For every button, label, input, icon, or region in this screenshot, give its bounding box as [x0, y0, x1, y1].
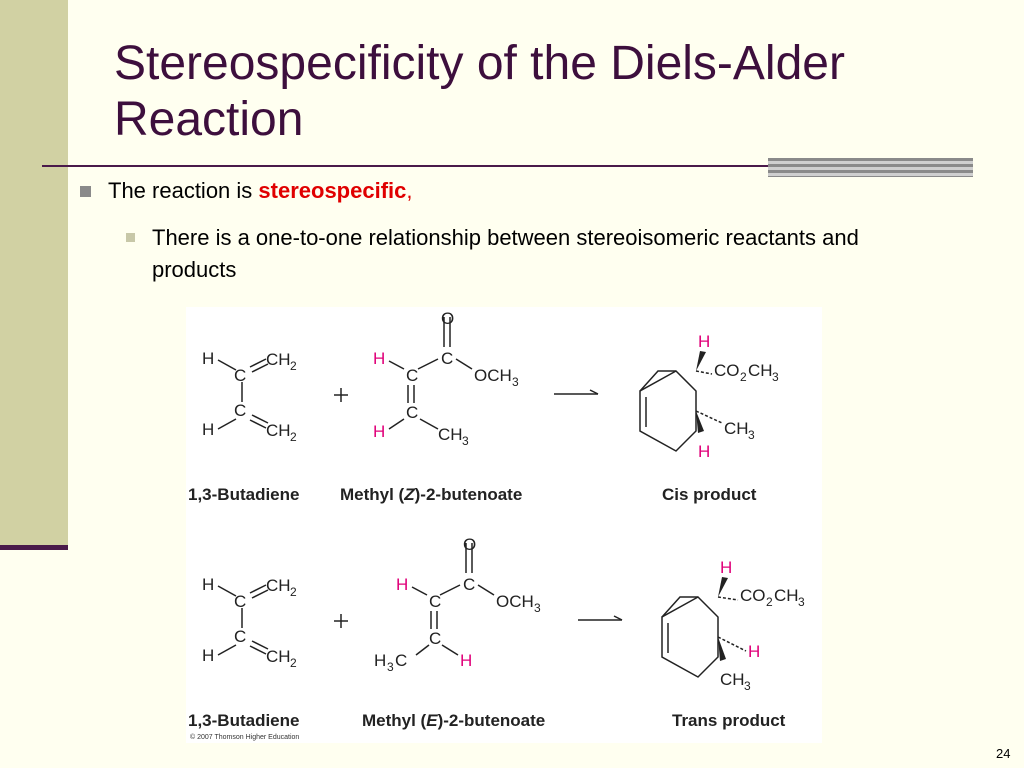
label-row1-product: Cis product: [662, 485, 757, 504]
label-row1-dienophile-prefix: Methyl (: [340, 485, 405, 504]
svg-text:CH: CH: [748, 361, 773, 380]
label-row2-product: Trans product: [672, 711, 786, 730]
svg-text:CH: CH: [724, 419, 749, 438]
svg-text:CH: CH: [266, 576, 291, 595]
label-row1-dienophile-suffix: )-2-butenoate: [414, 485, 523, 504]
svg-text:3: 3: [462, 434, 469, 448]
svg-text:H: H: [202, 575, 214, 594]
title-divider: [42, 165, 768, 167]
svg-text:3: 3: [748, 428, 755, 442]
label-row2-dienophile-prefix: Methyl (: [362, 711, 427, 730]
bullet-square-icon: [80, 186, 91, 197]
svg-text:CH: CH: [720, 670, 745, 689]
svg-text:C: C: [395, 651, 407, 670]
bullet-1-emphasis: stereospecific: [258, 178, 407, 203]
svg-text:CO: CO: [740, 586, 766, 605]
svg-text:H: H: [396, 575, 408, 594]
left-bar-edge: [0, 545, 68, 550]
svg-text:3: 3: [744, 679, 751, 693]
svg-text:CH: CH: [774, 586, 799, 605]
svg-text:2: 2: [290, 359, 297, 373]
label-row2-dienophile-italic: E: [426, 711, 438, 730]
svg-text:C: C: [429, 592, 441, 611]
svg-text:C: C: [406, 403, 418, 422]
svg-text:H: H: [698, 442, 710, 461]
svg-text:C: C: [234, 592, 246, 611]
left-decorative-bar: [0, 0, 68, 545]
svg-text:H: H: [373, 349, 385, 368]
bullet-1-suffix: ,: [406, 178, 413, 203]
svg-text:H: H: [202, 420, 214, 439]
svg-text:C: C: [463, 575, 475, 594]
label-row2-dienophile-suffix: )-2-butenoate: [437, 711, 546, 730]
svg-text:H: H: [374, 651, 386, 670]
svg-text:C: C: [234, 401, 246, 420]
svg-text:O: O: [441, 309, 454, 328]
svg-text:H: H: [202, 349, 214, 368]
slide-number: 24: [996, 746, 1011, 761]
svg-text:3: 3: [512, 375, 519, 389]
svg-text:C: C: [441, 349, 453, 368]
svg-text:OCH: OCH: [474, 366, 512, 385]
svg-text:3: 3: [798, 595, 805, 609]
svg-text:C: C: [234, 627, 246, 646]
sub-bullet-square-icon: [126, 233, 135, 242]
slide-title: Stereospecificity of the Diels-Alder Rea…: [114, 37, 845, 146]
svg-text:CH: CH: [266, 421, 291, 440]
svg-text:H: H: [720, 558, 732, 577]
svg-text:H: H: [698, 332, 710, 351]
svg-text:CH: CH: [266, 350, 291, 369]
svg-text:2: 2: [290, 656, 297, 670]
svg-text:C: C: [406, 366, 418, 385]
label-row2-dienophile: Methyl (E)-2-butenoate: [362, 711, 545, 731]
figure-copyright: © 2007 Thomson Higher Education: [190, 734, 300, 741]
svg-text:H: H: [748, 642, 760, 661]
svg-text:CH: CH: [266, 647, 291, 666]
title-divider-accent: [768, 158, 973, 177]
svg-text:C: C: [234, 366, 246, 385]
svg-text:OCH: OCH: [496, 592, 534, 611]
svg-text:2: 2: [766, 595, 773, 609]
bullet-1-text: The reaction is stereospecific,: [108, 178, 413, 204]
svg-text:CH: CH: [438, 425, 463, 444]
svg-text:3: 3: [387, 660, 394, 674]
svg-text:3: 3: [534, 601, 541, 615]
bullet-2-text: There is a one-to-one relationship betwe…: [152, 225, 859, 282]
svg-text:2: 2: [290, 585, 297, 599]
svg-text:O: O: [463, 535, 476, 554]
bullet-1-prefix: The reaction is: [108, 178, 259, 203]
svg-text:H: H: [202, 646, 214, 665]
svg-text:CO: CO: [714, 361, 740, 380]
svg-text:3: 3: [772, 370, 779, 384]
svg-text:2: 2: [290, 430, 297, 444]
svg-text:H: H: [460, 651, 472, 670]
svg-text:C: C: [429, 629, 441, 648]
label-row1-dienophile: Methyl (Z)-2-butenoate: [340, 485, 522, 505]
label-row1-dienophile-italic: Z: [404, 485, 415, 504]
label-row1-diene: 1,3-Butadiene: [188, 485, 300, 504]
svg-text:H: H: [373, 422, 385, 441]
label-row2-diene: 1,3-Butadiene: [188, 711, 300, 730]
svg-text:2: 2: [740, 370, 747, 384]
